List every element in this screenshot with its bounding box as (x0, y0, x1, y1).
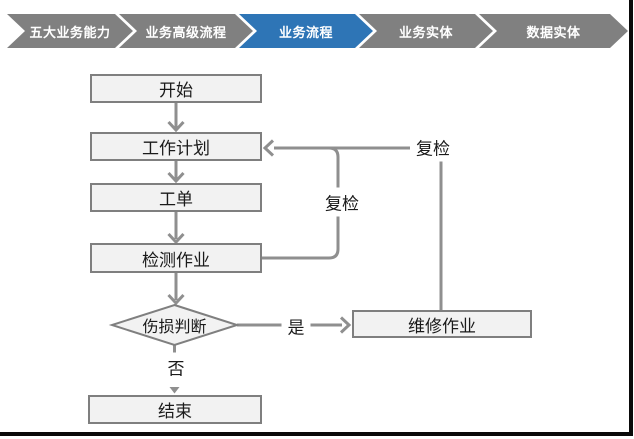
breadcrumb-step-business-process-active[interactable]: 业务流程 (239, 14, 373, 48)
arrowhead-down-icon (167, 232, 185, 245)
page-border-bottom (0, 432, 633, 436)
edge-label-no: 否 (161, 352, 191, 382)
flow-node-work-order-label: 工单 (159, 190, 193, 209)
arrowhead-down-small-icon (169, 387, 180, 394)
arrowhead-right-icon (339, 316, 352, 334)
flow-node-end-label: 结束 (158, 402, 192, 421)
flow-node-work-plan-label: 工作计划 (142, 139, 210, 158)
breadcrumb-step-five-capabilities[interactable]: 五大业务能力 (7, 14, 133, 48)
flow-node-end: 结束 (88, 395, 262, 424)
breadcrumb-step-label: 业务流程 (278, 24, 333, 40)
breadcrumb-step-high-level-process[interactable]: 业务高级流程 (119, 14, 253, 48)
flow-node-inspection: 检测作业 (90, 243, 262, 273)
breadcrumb-step-label: 五大业务能力 (29, 24, 111, 40)
flow-node-start: 开始 (90, 74, 262, 103)
breadcrumb-step-label: 业务实体 (398, 24, 453, 40)
arrowhead-left-icon (262, 139, 275, 157)
flow-node-start-label: 开始 (159, 81, 193, 100)
arrowhead-down-icon (167, 293, 185, 306)
breadcrumb-step-label: 业务高级流程 (145, 24, 227, 40)
decision-diamond-shape (108, 303, 241, 347)
edge-label-recheck-inner: 复检 (319, 187, 365, 217)
breadcrumb-step-business-entity[interactable]: 业务实体 (359, 14, 493, 48)
breadcrumb-step-data-entity[interactable]: 数据实体 (479, 14, 628, 48)
arrowhead-down-icon (167, 171, 185, 184)
arrowhead-down-icon (167, 120, 185, 133)
flow-node-work-plan: 工作计划 (90, 132, 262, 161)
edge-label-yes: 是 (281, 311, 311, 341)
flow-node-repair: 维修作业 (352, 310, 532, 338)
flow-node-damage-decision-label: 伤损判断 (142, 319, 207, 336)
flow-node-repair-label: 维修作业 (408, 316, 476, 336)
edge-label-recheck-outer: 复检 (410, 132, 456, 162)
flow-node-inspection-label: 检测作业 (142, 250, 210, 270)
breadcrumb-step-label: 数据实体 (526, 24, 581, 40)
line-recheck-outer (274, 146, 443, 310)
breadcrumb: 五大业务能力 业务高级流程 业务流程 业务实体 数据实体 (0, 0, 634, 62)
flow-node-work-order: 工单 (90, 183, 262, 212)
page-border-right (629, 0, 633, 436)
